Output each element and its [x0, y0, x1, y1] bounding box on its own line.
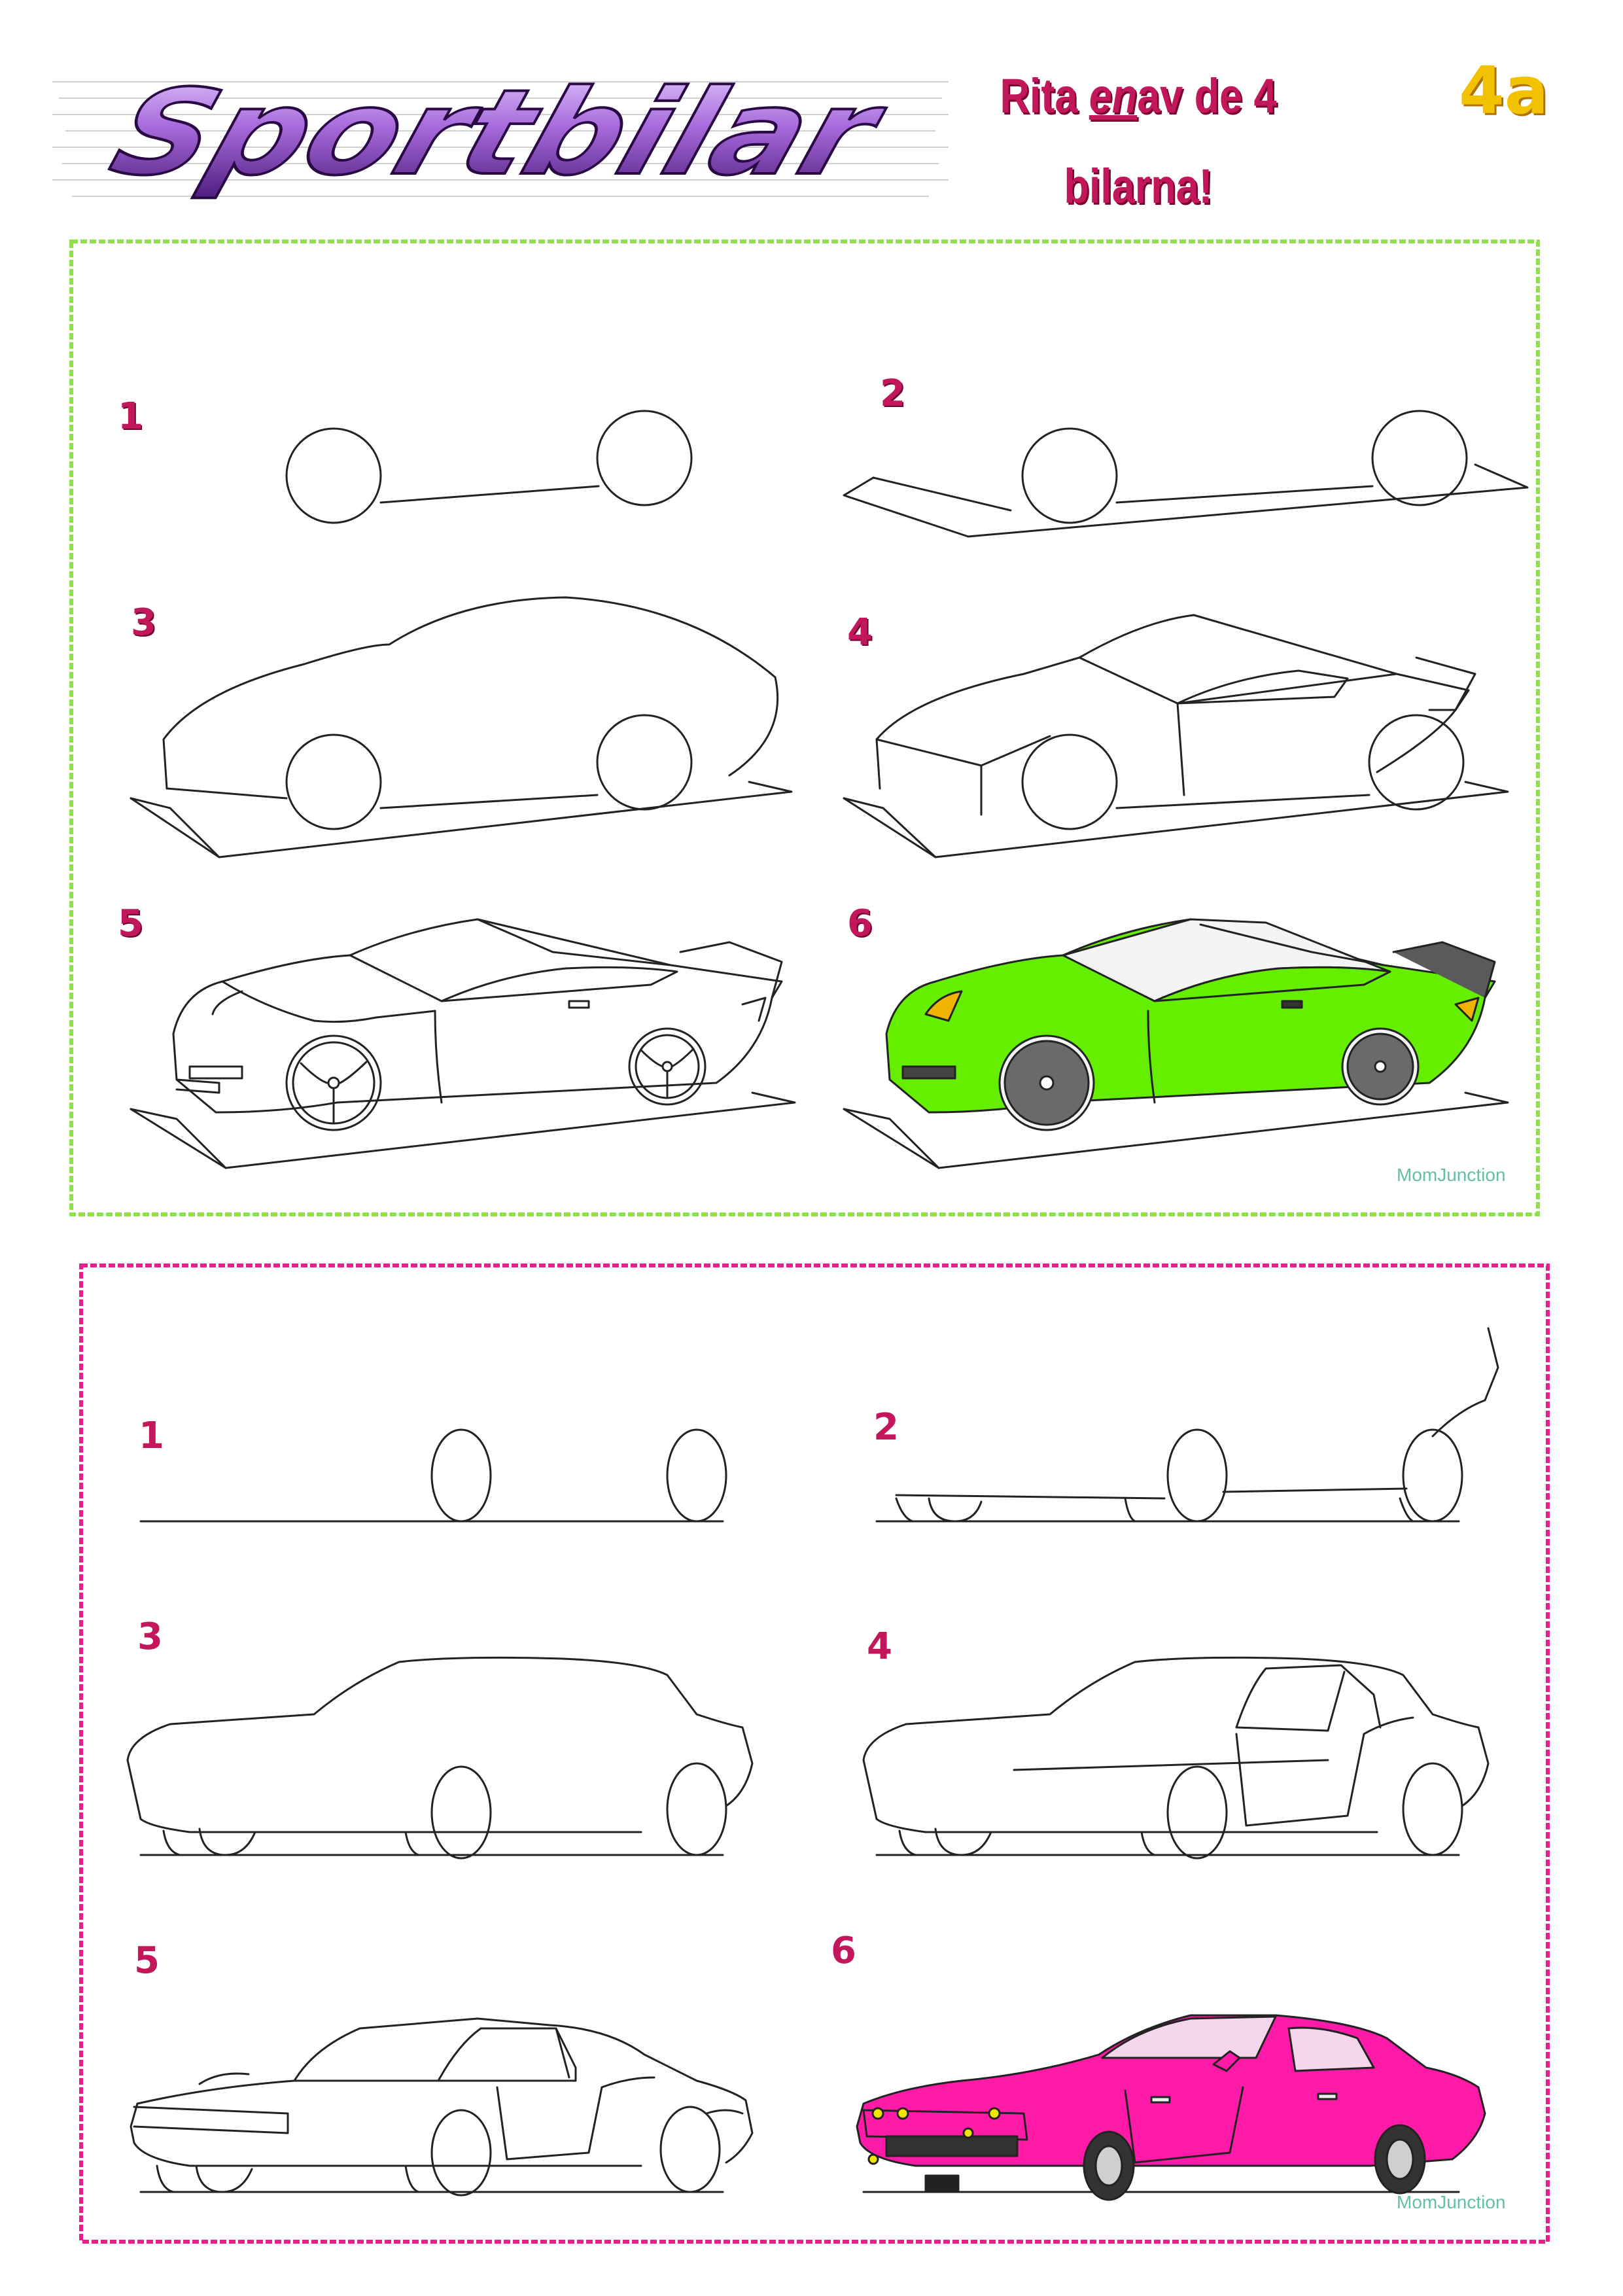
page-code-badge: 4a	[1459, 52, 1549, 129]
sports-step-4-drawing	[843, 614, 1509, 858]
instruction-part-2: av de 4	[1137, 69, 1277, 123]
sports-step-5-drawing	[130, 918, 796, 1169]
muscle-step-6-number: 6	[831, 1930, 856, 1972]
muscle-step-1-number: 1	[139, 1415, 164, 1457]
muscle-step-6-drawing	[856, 2014, 1486, 2201]
muscle-car-panel: 1 2 3 4 5 6 MomJunction	[79, 1263, 1550, 2244]
muscle-step-4-number: 4	[867, 1625, 892, 1668]
muscle-step-2-drawing	[875, 1327, 1499, 1523]
title-text: Sportbilar	[97, 64, 901, 202]
muscle-credit: MomJunction	[1397, 2192, 1506, 2212]
muscle-step-4-drawing	[862, 1656, 1490, 1860]
muscle-step-2-number: 2	[873, 1406, 899, 1449]
sports-step-1-drawing	[285, 410, 693, 524]
sports-step-4-number: 4	[847, 611, 873, 654]
muscle-step-3-number: 3	[137, 1616, 163, 1658]
title-logo: Sportbilar	[52, 36, 949, 209]
instruction-emphasis: en	[1089, 69, 1138, 123]
instruction-text: Rita enav de 4 bilarna!	[971, 51, 1305, 232]
sports-car-panel: 1 2 3 4 5 6 MomJunction	[69, 239, 1541, 1217]
sports-step-2-number: 2	[880, 372, 905, 415]
sports-step-3-number: 3	[131, 601, 156, 644]
sports-credit: MomJunction	[1397, 1165, 1506, 1185]
sports-step-3-drawing	[130, 596, 793, 858]
sports-step-2-drawing	[843, 410, 1529, 538]
sports-step-1-number: 1	[118, 395, 143, 438]
muscle-car-steps: 1 2 3 4 5 6 MomJunction	[79, 1263, 1550, 2244]
sports-step-6-number: 6	[847, 902, 873, 945]
sports-step-6-drawing	[843, 918, 1509, 1169]
muscle-step-1-drawing	[139, 1428, 727, 1523]
instruction-line-1: Rita enav de 4	[971, 51, 1305, 141]
sports-step-5-number: 5	[118, 902, 143, 945]
instruction-line-2: bilarna!	[1064, 159, 1213, 213]
sports-car-steps: 1 2 3 4 5 6 MomJunction	[69, 239, 1540, 1216]
muscle-step-5-number: 5	[134, 1939, 160, 1982]
muscle-step-5-drawing	[130, 2017, 754, 2197]
instruction-part-1: Rita	[1000, 69, 1089, 123]
muscle-step-3-drawing	[126, 1656, 754, 1860]
